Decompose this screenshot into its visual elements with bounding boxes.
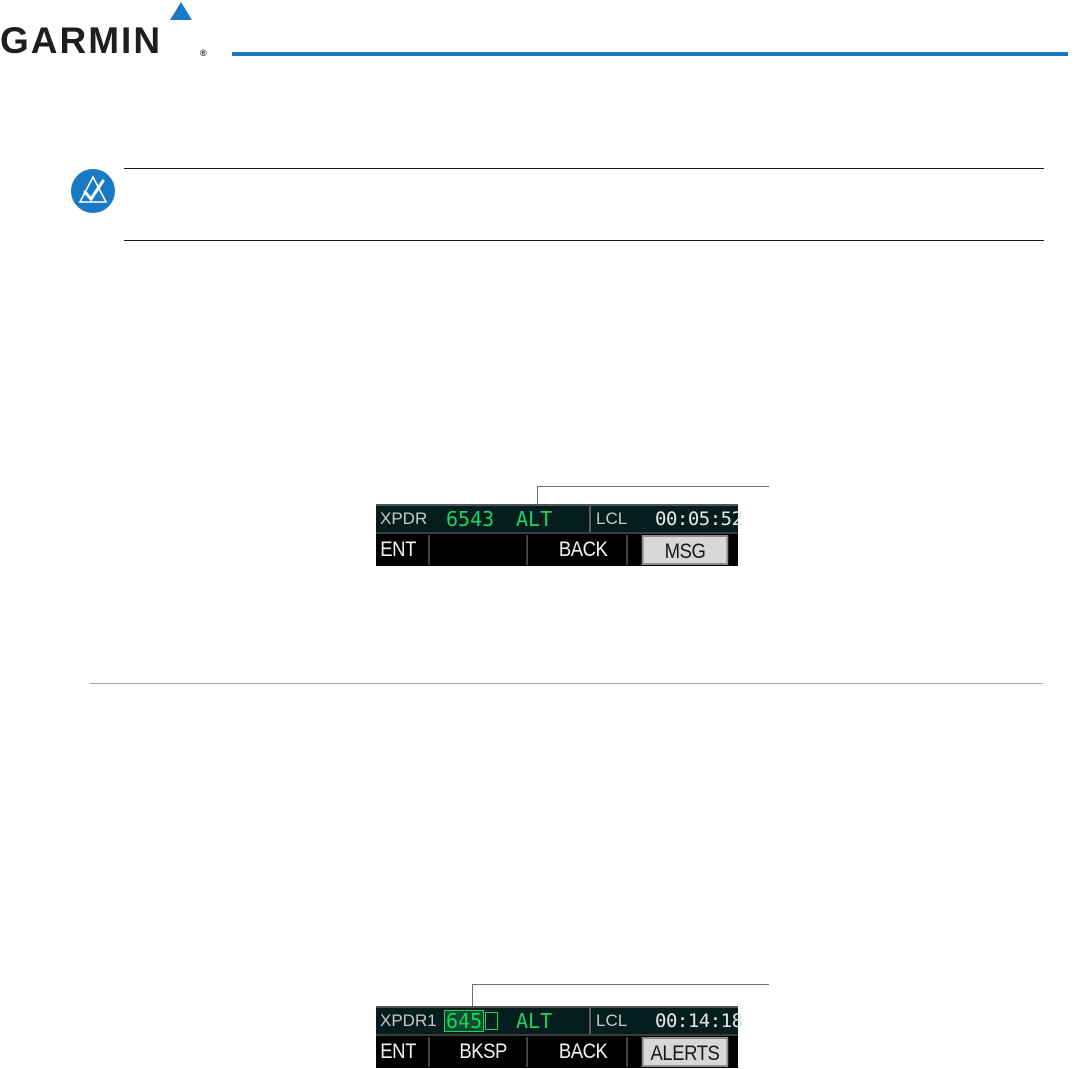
- status-divider: [589, 1008, 591, 1034]
- time-value: 00:14:18: [655, 1010, 743, 1032]
- xpdr-display-figure-2: XPDR1 645 ALT LCL 00:14:18 ENT BKSP BACK…: [376, 1006, 743, 1068]
- callout-leader-2: [472, 984, 473, 1007]
- softkey-alerts[interactable]: ALERTS: [641, 1037, 729, 1067]
- callout-leader-1: [537, 486, 538, 505]
- callout-leader-1-h: [537, 486, 769, 487]
- softkey-msg[interactable]: MSG: [641, 535, 729, 565]
- softkey-ent[interactable]: ENT: [368, 535, 430, 565]
- xpdr-display-figure-1: XPDR 6543 ALT LCL 00:05:52 ENT BACK MSG: [376, 504, 743, 566]
- status-divider: [589, 506, 591, 532]
- note-rule-bottom: [124, 240, 1044, 241]
- xpdr-label: XPDR1: [380, 1011, 437, 1030]
- xpdr-code: 6543: [446, 507, 495, 531]
- garmin-delta-icon: [170, 2, 192, 20]
- xpdr-mode: ALT: [516, 507, 553, 531]
- note-rule-top: [124, 168, 1044, 169]
- softkey-back[interactable]: BACK: [540, 1037, 628, 1067]
- xpdr-code-entered: 645: [444, 1009, 485, 1033]
- xpdr-code-entry: 645: [444, 1008, 499, 1034]
- softkey-bksp[interactable]: BKSP: [440, 1037, 528, 1067]
- registered-mark: ®: [200, 48, 207, 58]
- callout-leader-2-h: [472, 984, 769, 985]
- entry-cursor-icon: [485, 1012, 499, 1030]
- xpdr-mode: ALT: [516, 1009, 553, 1033]
- softkey-back[interactable]: BACK: [540, 535, 628, 565]
- status-bar: XPDR1 645 ALT LCL 00:14:18: [376, 1006, 743, 1036]
- xpdr-label: XPDR: [380, 509, 428, 528]
- softkey-blank[interactable]: [440, 535, 528, 565]
- softkey-ent[interactable]: ENT: [368, 1037, 430, 1067]
- garmin-logo: GARMIN: [0, 20, 163, 61]
- section-rule: [90, 683, 1043, 684]
- header-rule: [232, 52, 1068, 56]
- time-label: LCL: [596, 509, 628, 528]
- status-bar: XPDR 6543 ALT LCL 00:05:52: [376, 504, 743, 534]
- note-check-icon: [71, 169, 115, 213]
- softkey-bar: ENT BKSP BACK ALERTS: [376, 1036, 738, 1068]
- softkey-bar: ENT BACK MSG: [376, 534, 738, 566]
- time-label: LCL: [596, 1011, 628, 1030]
- time-value: 00:05:52: [655, 508, 743, 530]
